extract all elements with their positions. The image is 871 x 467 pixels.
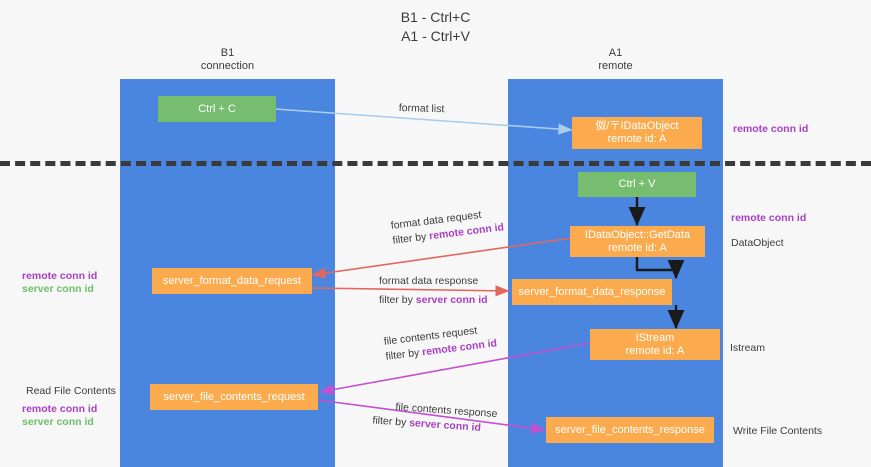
lane-header-b1: B1 connection xyxy=(120,47,335,73)
lane-header-b1-sub: connection xyxy=(200,60,255,72)
filter-by-prefix-1: filter by xyxy=(391,230,430,247)
annotation-right-dataobject: DataObject xyxy=(731,237,784,249)
node-ctrl-c-label: Ctrl + C xyxy=(198,102,236,115)
node-server-format-data-request[interactable]: server_format_data_request xyxy=(152,268,312,294)
filter-by-prefix-4: filter by xyxy=(372,414,410,429)
edge-label-format-data-response-l1: format data response xyxy=(379,275,479,287)
lane-header-a1-sub: remote xyxy=(598,60,633,72)
server-conn-id-hl-2: server conn id xyxy=(408,416,482,434)
annotation-right-remote-top: remote conn id xyxy=(733,123,809,135)
node-idataobject-getdata[interactable]: IDataObject::GetData remote id: A xyxy=(570,226,705,257)
node-server-file-contents-response-label: server_file_contents_response xyxy=(555,423,705,436)
node-idataobject-getdata-line2: remote id: A xyxy=(608,241,667,254)
lane-header-a1: A1 remote xyxy=(508,47,723,73)
node-idataobject-getdata-line1: IDataObject::GetData xyxy=(584,228,691,241)
title-line-2: A1 - Ctrl+V xyxy=(401,28,470,44)
phase-divider xyxy=(0,161,871,166)
node-idataobject-remote-line1: 伮/〒IDataObject xyxy=(595,120,679,132)
server-conn-id-hl-1: server conn id xyxy=(415,294,488,306)
node-ctrl-v-label: Ctrl + V xyxy=(618,178,656,190)
annotation-left-server-2: server conn id xyxy=(22,416,94,428)
annotation-right-remote-mid: remote conn id xyxy=(731,212,807,224)
filter-by-prefix-3: filter by xyxy=(384,346,423,363)
edge-label-format-list-text: format list xyxy=(398,101,445,116)
lane-header-b1-name: B1 xyxy=(220,47,235,59)
annotation-right-write-file-contents: Write File Contents xyxy=(733,425,823,437)
edge-label-file-contents-response: file contents response filter by server … xyxy=(372,400,498,437)
annotation-left-read-file-contents: Read File Contents xyxy=(26,385,116,397)
title-line-1: B1 - Ctrl+C xyxy=(400,9,471,25)
node-server-file-contents-response[interactable]: server_file_contents_response xyxy=(546,417,714,443)
node-ctrl-v[interactable]: Ctrl + V xyxy=(578,172,696,197)
edge-label-format-list: format list xyxy=(399,101,445,117)
node-ctrl-c[interactable]: Ctrl + C xyxy=(158,96,276,122)
edge-label-format-data-response-l2: filter by server conn id xyxy=(379,293,488,308)
page-title: B1 - Ctrl+C A1 - Ctrl+V xyxy=(0,8,871,46)
node-server-format-data-request-label: server_format_data_request xyxy=(162,274,302,287)
node-server-file-contents-request[interactable]: server_file_contents_request xyxy=(150,384,318,410)
annotation-left-remote-2: remote conn id xyxy=(22,403,98,415)
node-istream-line1: IStream xyxy=(635,331,675,344)
node-istream[interactable]: IStream remote id: A xyxy=(590,329,720,360)
node-server-file-contents-request-label: server_file_contents_request xyxy=(163,390,305,403)
annotation-left-server-1: server conn id xyxy=(22,283,94,295)
edge-label-format-data-response: format data response filter by server co… xyxy=(379,274,488,308)
edge-label-file-contents-request: file contents request filter by remote c… xyxy=(383,321,498,364)
annotation-left-remote-1: remote conn id xyxy=(22,270,98,282)
node-idataobject-remote[interactable]: 伮/〒IDataObject remote id: A xyxy=(572,117,702,149)
edge-label-format-data-request: format data request filter by remote con… xyxy=(390,205,505,248)
node-istream-line2: remote id: A xyxy=(625,344,685,357)
node-server-format-data-response[interactable]: server_format_data_response xyxy=(512,279,672,305)
lane-header-a1-name: A1 xyxy=(608,47,623,59)
annotation-right-istream: Istream xyxy=(730,342,766,354)
node-idataobject-remote-line2: remote id: A xyxy=(607,133,667,145)
node-server-format-data-response-label: server_format_data_response xyxy=(518,285,666,298)
filter-by-prefix-2: filter by xyxy=(379,294,416,306)
